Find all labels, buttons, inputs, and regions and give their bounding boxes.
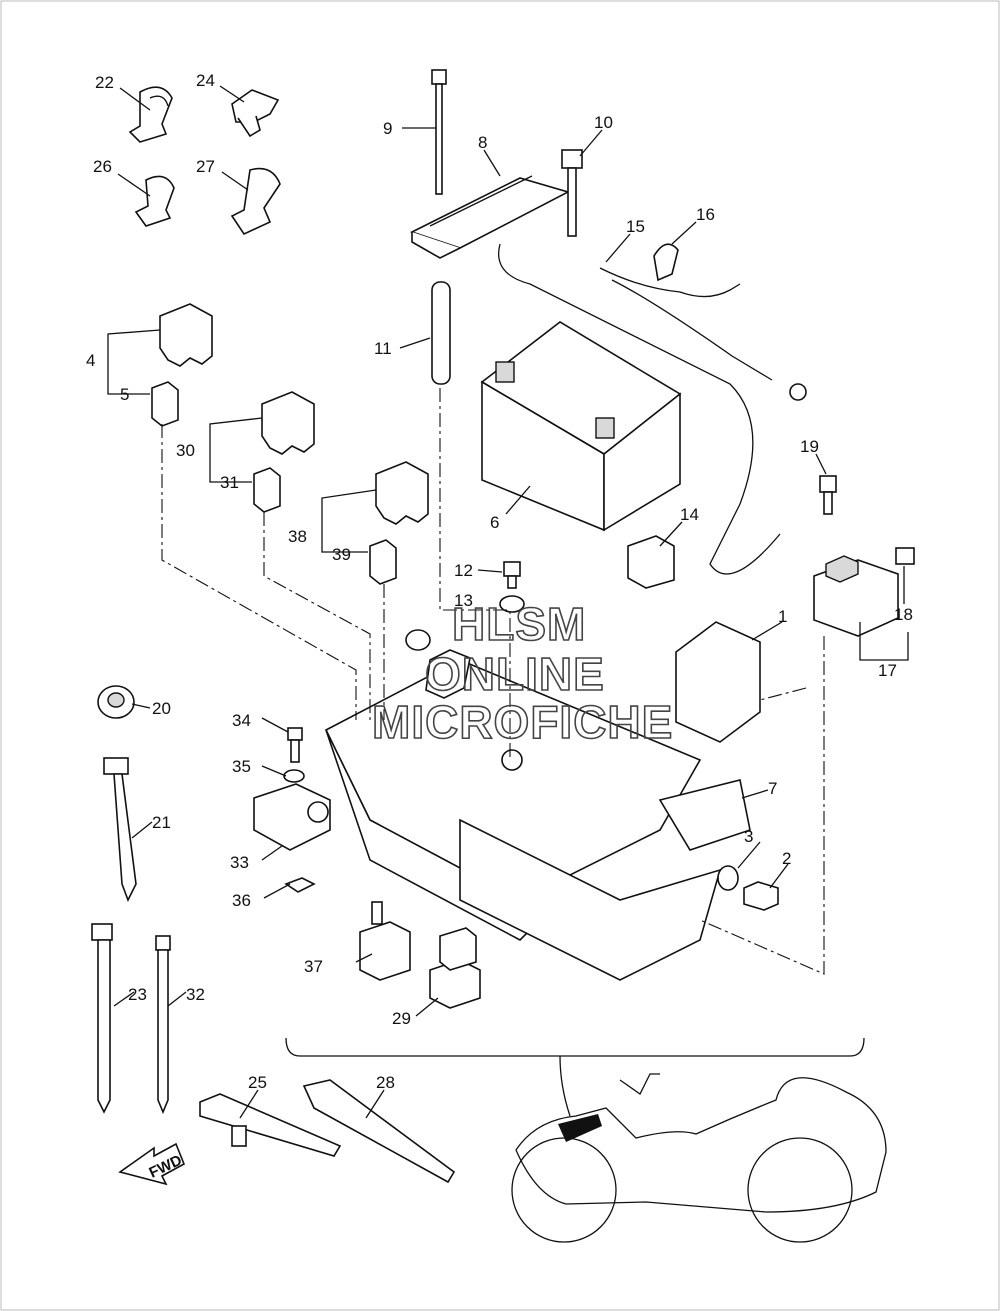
label-20: 20 [152, 699, 171, 718]
band-32-icon [155, 935, 171, 1115]
screw-2-icon [743, 881, 779, 911]
battery-icon [480, 321, 682, 532]
watermark: HLSM ONLINE MICROFICHE [371, 597, 673, 749]
label-2: 2 [782, 849, 791, 868]
band-25-icon [199, 1093, 342, 1157]
coupler-31-icon [253, 467, 281, 513]
damper-13-icon [499, 595, 525, 613]
label-35: 35 [232, 757, 251, 776]
collar-3-icon [717, 865, 739, 891]
watermark-line1: HLSM [452, 598, 586, 650]
label-30: 30 [176, 441, 195, 460]
label-10: 10 [594, 113, 613, 132]
clip-36-icon [284, 877, 316, 893]
watermark-line3: MICROFICHE [372, 696, 673, 748]
sensor-33-icon [253, 783, 331, 851]
label-32: 32 [186, 985, 205, 1004]
label-25: 25 [248, 1073, 267, 1092]
relay-37-icon [359, 901, 411, 981]
label-13: 13 [454, 591, 473, 610]
label-34: 34 [232, 711, 251, 730]
bolt-9-icon [431, 69, 447, 195]
clamp-26-icon [134, 175, 175, 227]
screw-34-icon [287, 727, 303, 763]
label-33: 33 [230, 853, 249, 872]
label-28: 28 [376, 1073, 395, 1092]
label-22: 22 [95, 73, 114, 92]
bolt-12-icon [503, 561, 521, 589]
fwd-arrow-icon: FWD [118, 1142, 186, 1186]
washer-35-icon [283, 769, 305, 783]
label-1: 1 [778, 607, 787, 626]
label-17: 17 [878, 661, 897, 680]
grommet-icon [405, 629, 471, 699]
coupler-38-icon [375, 461, 429, 525]
leader-lines [113, 85, 905, 1119]
coupler-39-icon [369, 539, 397, 585]
label-27: 27 [196, 157, 215, 176]
label-8: 8 [478, 133, 487, 152]
plate-8-icon [409, 175, 571, 259]
label-4: 4 [86, 351, 95, 370]
clamp-22-icon [128, 86, 173, 143]
label-16: 16 [696, 205, 715, 224]
damper-20-icon [97, 685, 135, 719]
label-38: 38 [288, 527, 307, 546]
label-15: 15 [626, 217, 645, 236]
band-23-icon [91, 923, 113, 1114]
watermark-line2: ONLINE [425, 648, 605, 700]
label-19: 19 [800, 437, 819, 456]
label-39: 39 [332, 545, 351, 564]
label-21: 21 [152, 813, 171, 832]
label-7: 7 [768, 779, 777, 798]
bolt-19-icon [819, 475, 837, 515]
band-28-icon [302, 1079, 456, 1184]
label-6: 6 [490, 513, 499, 532]
part-labels: 22 24 26 27 9 8 10 15 16 4 5 11 30 31 19… [86, 71, 913, 1092]
label-12: 12 [454, 561, 473, 580]
fuse-18-icon [895, 547, 915, 565]
starter-relay-17-icon [813, 555, 899, 637]
label-5: 5 [120, 385, 129, 404]
label-31: 31 [220, 473, 239, 492]
label-24: 24 [196, 71, 215, 90]
label-3: 3 [744, 827, 753, 846]
coupler-4-icon [159, 303, 213, 367]
label-18: 18 [894, 605, 913, 624]
band-21-icon [103, 757, 137, 902]
coupler-30-icon [261, 391, 315, 455]
spacer-11-icon [431, 281, 451, 385]
connector-14-icon [627, 535, 675, 589]
clamp-27-icon [230, 167, 281, 236]
label-14: 14 [680, 505, 699, 524]
label-37: 37 [304, 957, 323, 976]
label-23: 23 [128, 985, 147, 1004]
clip-16-icon [653, 243, 679, 282]
label-36: 36 [232, 891, 251, 910]
bolt-10-icon [561, 149, 583, 237]
label-26: 26 [93, 157, 112, 176]
label-11: 11 [374, 339, 392, 358]
clamp-24-icon [231, 89, 280, 138]
relay-29-icon [429, 927, 481, 1009]
unit-1-icon [675, 621, 761, 743]
cable-15-icon [599, 267, 807, 401]
label-29: 29 [392, 1009, 411, 1028]
label-9: 9 [383, 119, 392, 138]
coupler-5-icon [151, 381, 179, 427]
motorcycle-outline-icon [511, 1073, 887, 1243]
